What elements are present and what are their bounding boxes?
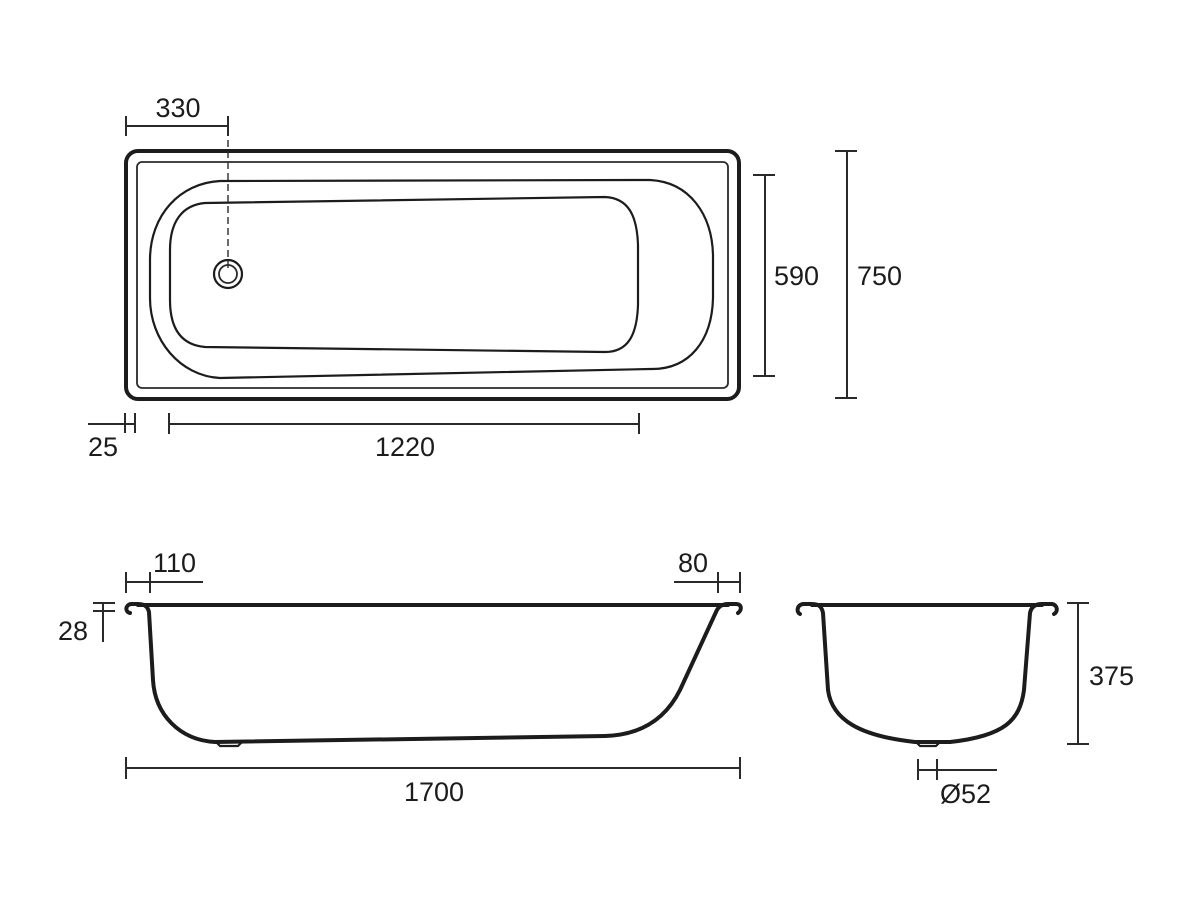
dim-rim-height: 28 — [58, 602, 115, 646]
dim-drain-offset: 330 — [125, 93, 229, 136]
dim-label-1220: 1220 — [375, 432, 435, 462]
end-view-profile — [795, 602, 1059, 744]
dim-label-330: 330 — [155, 93, 200, 123]
dim-right-rim: 80 — [674, 548, 741, 593]
dim-left-rim: 110 — [125, 548, 203, 593]
dim-label-110: 110 — [153, 548, 196, 578]
side-view-profile — [124, 602, 743, 744]
side-view-drain-foot — [214, 740, 244, 748]
top-view-inner-rim — [136, 161, 729, 389]
top-view-outer-rim — [124, 149, 741, 401]
dim-overall-length: 1700 — [125, 757, 741, 807]
dim-label-1700: 1700 — [404, 777, 464, 807]
dim-label-80: 80 — [678, 548, 708, 578]
side-view: 110 80 28 1700 — [58, 548, 743, 807]
dim-label-diameter-52: Ø52 — [940, 779, 991, 809]
dim-label-28: 28 — [58, 616, 88, 646]
dim-label-25: 25 — [88, 432, 118, 462]
top-view: 330 590 750 25 1220 — [88, 93, 902, 462]
dim-drain-diameter: Ø52 — [917, 759, 997, 809]
dim-rim-offset: 25 — [88, 413, 136, 462]
dim-label-375: 375 — [1089, 661, 1134, 691]
dim-label-750: 750 — [857, 261, 902, 291]
dim-label-590: 590 — [774, 261, 819, 291]
dim-overall-width: 750 — [835, 150, 902, 399]
top-view-bowl-inner — [168, 195, 640, 354]
dim-inner-length: 1220 — [168, 413, 640, 462]
end-view: 375 Ø52 — [795, 602, 1134, 809]
top-view-bowl-outer — [148, 178, 715, 380]
end-view-drain-foot — [914, 740, 942, 748]
dim-inner-width: 590 — [753, 174, 819, 377]
dim-depth: 375 — [1067, 602, 1134, 745]
